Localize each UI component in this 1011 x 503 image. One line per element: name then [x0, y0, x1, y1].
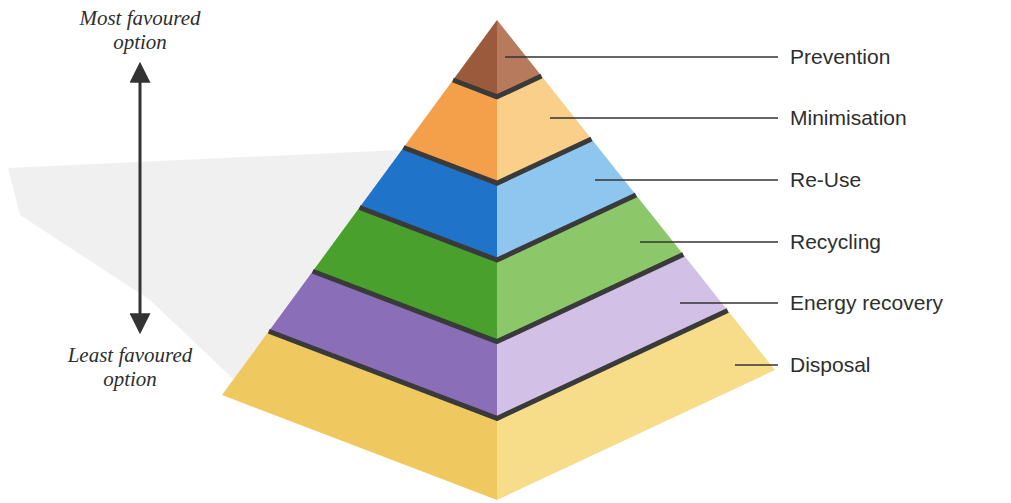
axis-label: Least favoured option	[45, 343, 215, 391]
leader-line	[680, 302, 778, 304]
band-separator	[360, 195, 637, 260]
leader-line	[595, 179, 778, 181]
axis-label: Most favoured option	[55, 6, 225, 54]
level-label: Prevention	[790, 44, 890, 70]
band-separator	[269, 311, 728, 419]
level-label: Disposal	[790, 352, 871, 378]
level-label: Recycling	[790, 229, 881, 255]
leader-line	[505, 56, 778, 58]
band-separator	[313, 255, 684, 342]
leader-line	[550, 117, 778, 119]
level-label: Re-Use	[790, 167, 861, 193]
level-label: Energy recovery	[790, 290, 943, 316]
band-left	[222, 331, 497, 500]
band-separator	[453, 76, 542, 97]
leader-line	[640, 241, 778, 243]
band-right	[497, 311, 775, 501]
level-label: Minimisation	[790, 105, 907, 131]
band-separator	[404, 139, 592, 183]
double-arrow	[139, 66, 142, 330]
leader-line	[735, 364, 778, 366]
